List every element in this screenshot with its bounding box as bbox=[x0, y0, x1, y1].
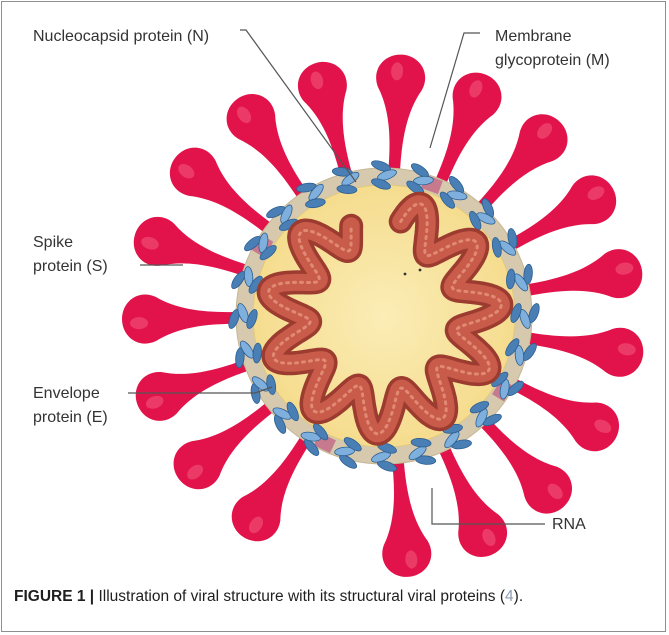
caption-end: ). bbox=[514, 588, 523, 605]
label-nucleocapsid: Nucleocapsid protein (N) bbox=[33, 28, 209, 45]
caption-reference-link[interactable]: 4 bbox=[505, 588, 514, 605]
figure-caption: FIGURE 1 | Illustration of viral structu… bbox=[14, 588, 654, 606]
spike-protein bbox=[122, 293, 245, 344]
figure-label: FIGURE 1 | bbox=[14, 588, 94, 605]
label-membrane-line1: Membrane bbox=[495, 28, 572, 45]
caption-text: Illustration of viral structure with its… bbox=[94, 588, 505, 605]
label-envelope-line1: Envelope bbox=[33, 385, 100, 402]
spike-protein bbox=[373, 453, 433, 579]
label-envelope-line2: protein (E) bbox=[33, 409, 108, 426]
spike-protein bbox=[519, 313, 647, 380]
label-spike-line2: protein (S) bbox=[33, 258, 108, 275]
label-membrane-line2: glycoprotein (M) bbox=[495, 52, 610, 69]
label-spike-line1: Spike bbox=[33, 234, 73, 251]
core-speck bbox=[419, 269, 422, 272]
core-speck bbox=[404, 273, 407, 276]
label-rna: RNA bbox=[552, 516, 586, 533]
spike-protein bbox=[369, 53, 426, 178]
spike-protein bbox=[293, 57, 372, 188]
